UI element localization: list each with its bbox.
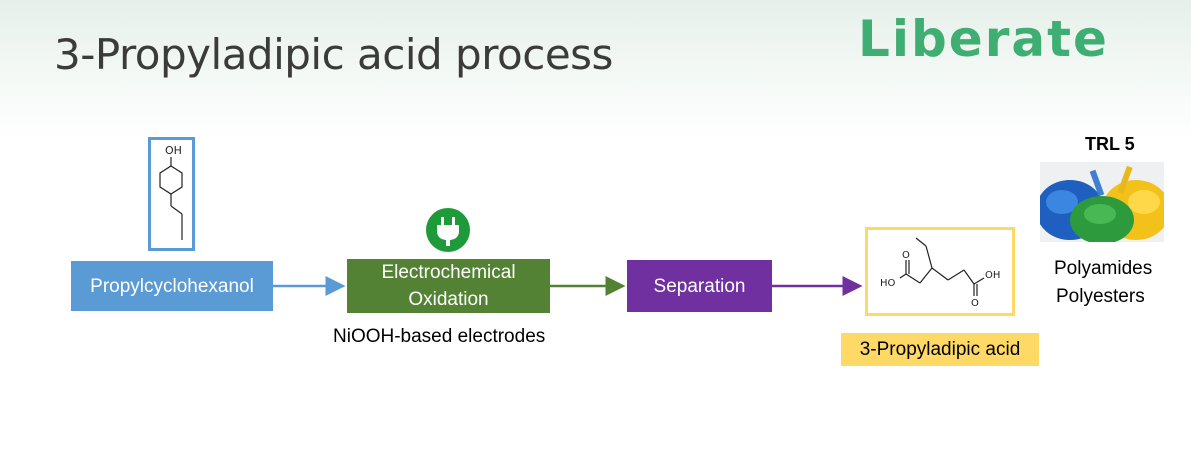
product-carbonyl-o-left: O <box>902 250 910 261</box>
plastic-pellets-image <box>1040 162 1164 242</box>
application-polyamides: Polyamides <box>1054 258 1153 279</box>
product-label: 3-Propyladipic acid <box>841 333 1039 366</box>
feedstock-box: Propylcyclohexanol <box>71 261 273 311</box>
propylcyclohexanol-skeleton: OH <box>159 144 183 240</box>
propyladipic-acid-structure: O HO O OH <box>865 227 1015 316</box>
slide-title: 3-Propyladipic acid process <box>54 30 613 79</box>
product-carbonyl-o-right: O <box>971 298 979 309</box>
propyladipic-acid-skeleton: O HO O OH <box>880 237 1000 309</box>
oxidation-box: Electrochemical Oxidation <box>347 259 550 313</box>
oxidation-label-line1: Electrochemical <box>381 262 516 283</box>
application-polyesters: Polyesters <box>1056 286 1145 307</box>
oxidation-label-line2: Oxidation <box>408 289 489 310</box>
propylcyclohexanol-structure: OH <box>148 137 195 251</box>
product-hydroxyl-left: HO <box>880 278 896 289</box>
separation-label: Separation <box>653 275 746 297</box>
product-label-text: 3-Propyladipic acid <box>859 338 1021 360</box>
product-hydroxyl-right: OH <box>985 270 1000 281</box>
electrode-note: NiOOH-based electrodes <box>333 326 546 347</box>
applications-list: Polyamides Polyesters <box>1054 255 1152 311</box>
feedstock-label: Propylcyclohexanol <box>90 275 254 297</box>
hydroxyl-label: OH <box>165 144 182 157</box>
separation-box: Separation <box>627 260 772 312</box>
liberate-logo: Liberate <box>858 10 1109 68</box>
power-plug-icon <box>426 208 470 252</box>
trl-label: TRL 5 <box>1085 134 1135 154</box>
